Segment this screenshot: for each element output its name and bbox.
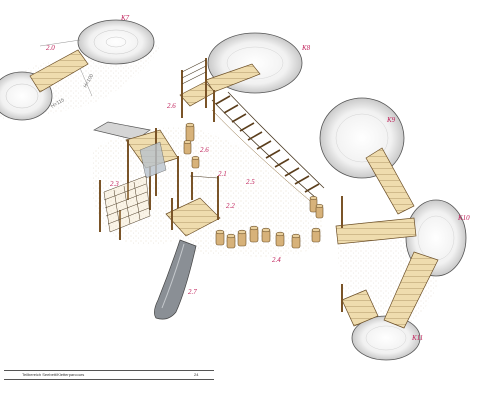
label-2-2: 2.2: [226, 202, 235, 210]
label-k8: K8: [301, 44, 311, 52]
plank-bridge-k10-left: [335, 217, 417, 245]
stump-group-upper: [183, 122, 324, 219]
title-block: Teilbereich Seebett/Kletterparcours 24: [4, 370, 214, 380]
label-k9: K9: [386, 116, 396, 124]
page-number: 24: [194, 372, 199, 377]
metal-slide-top: [93, 121, 151, 141]
stump-path: [215, 225, 321, 249]
label-k7: K7: [120, 14, 130, 22]
label-2-7: 2.7: [188, 288, 197, 296]
plank-bridge-k11-left: [341, 289, 379, 327]
label-2-6b: 2.6: [200, 146, 209, 154]
inset-k7: [0, 19, 160, 121]
plank-bridge-inset: [29, 49, 89, 93]
rope-bridge: [211, 91, 325, 207]
tower-2-6: [179, 58, 216, 122]
sheet-title: Teilbereich Seebett/Kletterparcours: [22, 372, 85, 377]
climbing-net: [99, 175, 151, 240]
label-2-0: 2.0: [46, 44, 55, 52]
label-k11: K11: [411, 334, 423, 342]
label-2-4: 2.4: [272, 256, 281, 264]
platform-2-2: [165, 172, 221, 237]
slide-tower-2-1: [93, 121, 179, 212]
label-2-1: 2.1: [218, 170, 227, 178]
plank-bridge-k10-k11: [383, 251, 439, 329]
label-2-6: 2.6: [167, 102, 176, 110]
label-2-5: 2.5: [246, 178, 255, 186]
k8-area: [205, 32, 303, 94]
label-2-3: 2.3: [110, 180, 119, 188]
slide-2-7: [154, 239, 197, 320]
stepping-stone-k7: [77, 19, 155, 65]
right-stones: [319, 97, 467, 361]
label-k10: K10: [457, 214, 470, 222]
plank-bridge-k9-k10: [365, 147, 415, 215]
